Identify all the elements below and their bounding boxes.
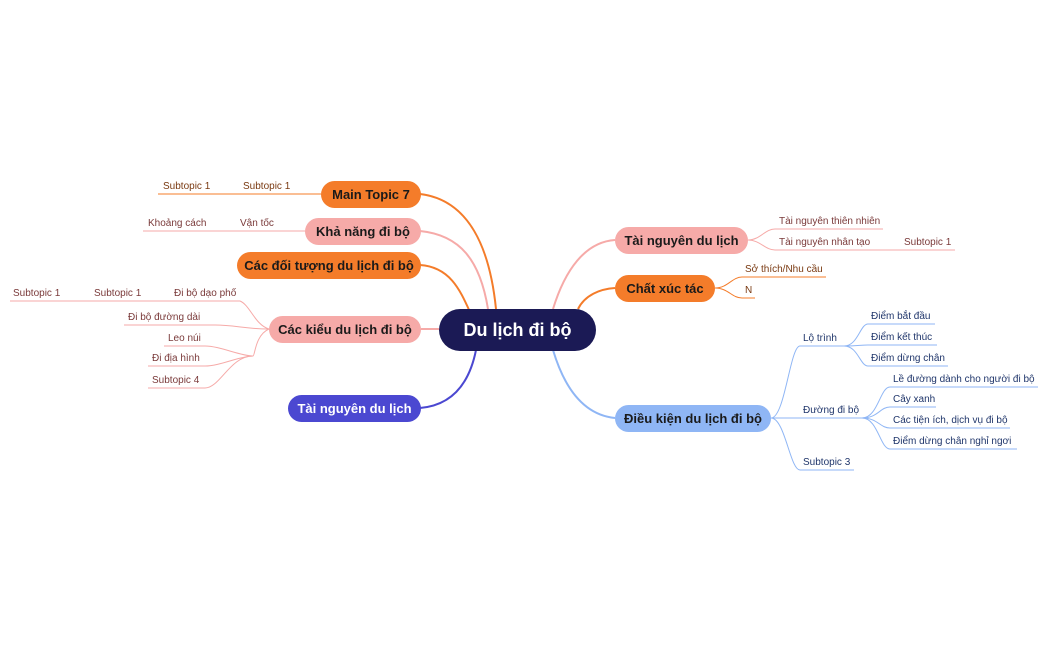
- topic-kha-nang-di-bo[interactable]: Khả năng đi bộ: [305, 218, 421, 245]
- central-topic[interactable]: Du lịch đi bộ: [439, 309, 596, 351]
- topic-tai-nguyen-left[interactable]: Tài nguyên du lịch: [288, 395, 421, 422]
- topic-cac-kieu-du-lich[interactable]: Các kiểu du lịch đi bộ: [269, 316, 421, 343]
- topic-chat-xuc-tac[interactable]: Chất xúc tác: [615, 275, 715, 302]
- subtopic-4[interactable]: Subtopic 4: [152, 375, 200, 386]
- subtopic-lo-trinh[interactable]: Lộ trình: [803, 333, 837, 344]
- subtopic-thien-nhien[interactable]: Tài nguyên thiên nhiên: [779, 216, 881, 227]
- main-topic-7[interactable]: Main Topic 7: [321, 181, 421, 208]
- subtopic-dao-pho-1a[interactable]: Subtopic 1: [94, 288, 142, 299]
- subtopic-dao-pho-1b[interactable]: Subtopic 1: [13, 288, 61, 299]
- subtopic-van-toc[interactable]: Vận tốc: [240, 218, 274, 229]
- subtopic-di-bo-duong-dai[interactable]: Đi bộ đường dài: [128, 312, 201, 323]
- subtopic-3[interactable]: Subtopic 3: [803, 457, 851, 468]
- subtopic-diem-bat-dau[interactable]: Điểm bắt đầu: [871, 311, 931, 322]
- subtopic-main7-b[interactable]: Subtopic 1: [163, 181, 211, 192]
- subtopic-le-duong[interactable]: Lề đường dành cho người đi bộ: [893, 374, 1035, 385]
- subtopic-duong-di-bo[interactable]: Đường đi bộ: [803, 405, 860, 416]
- subtopic-nhan-tao[interactable]: Tài nguyên nhân tạo: [779, 237, 871, 248]
- subtopic-di-dia-hinh[interactable]: Đi địa hình: [152, 353, 200, 364]
- topic-tai-nguyen-right[interactable]: Tài nguyên du lịch: [615, 227, 748, 254]
- subtopic-n[interactable]: N: [745, 285, 753, 296]
- subtopic-khoang-cach[interactable]: Khoảng cách: [148, 218, 207, 229]
- subtopic-diem-dung-chan-nghi[interactable]: Điểm dừng chân nghỉ ngơi: [893, 436, 1012, 447]
- subtopic-diem-ket-thuc[interactable]: Điểm kết thúc: [871, 332, 933, 343]
- subtopic-nhan-tao-1[interactable]: Subtopic 1: [904, 237, 952, 248]
- subtopic-cay-xanh[interactable]: Cây xanh: [893, 394, 936, 405]
- topic-doi-tuong-du-lich[interactable]: Các đối tượng du lịch đi bộ: [237, 252, 421, 279]
- subtopic-tien-ich[interactable]: Các tiện ích, dịch vụ đi bộ: [893, 415, 1008, 426]
- subtopic-main7-a[interactable]: Subtopic 1: [243, 181, 291, 192]
- subtopic-di-bo-dao-pho[interactable]: Đi bộ dạo phố: [174, 288, 237, 299]
- topic-dieu-kien[interactable]: Điều kiện du lịch đi bộ: [615, 405, 771, 432]
- subtopic-so-thich[interactable]: Sở thích/Nhu cầu: [745, 264, 823, 275]
- subtopic-diem-dung-chan[interactable]: Điểm dừng chân: [871, 353, 945, 364]
- subtopic-leo-nui[interactable]: Leo núi: [168, 333, 201, 344]
